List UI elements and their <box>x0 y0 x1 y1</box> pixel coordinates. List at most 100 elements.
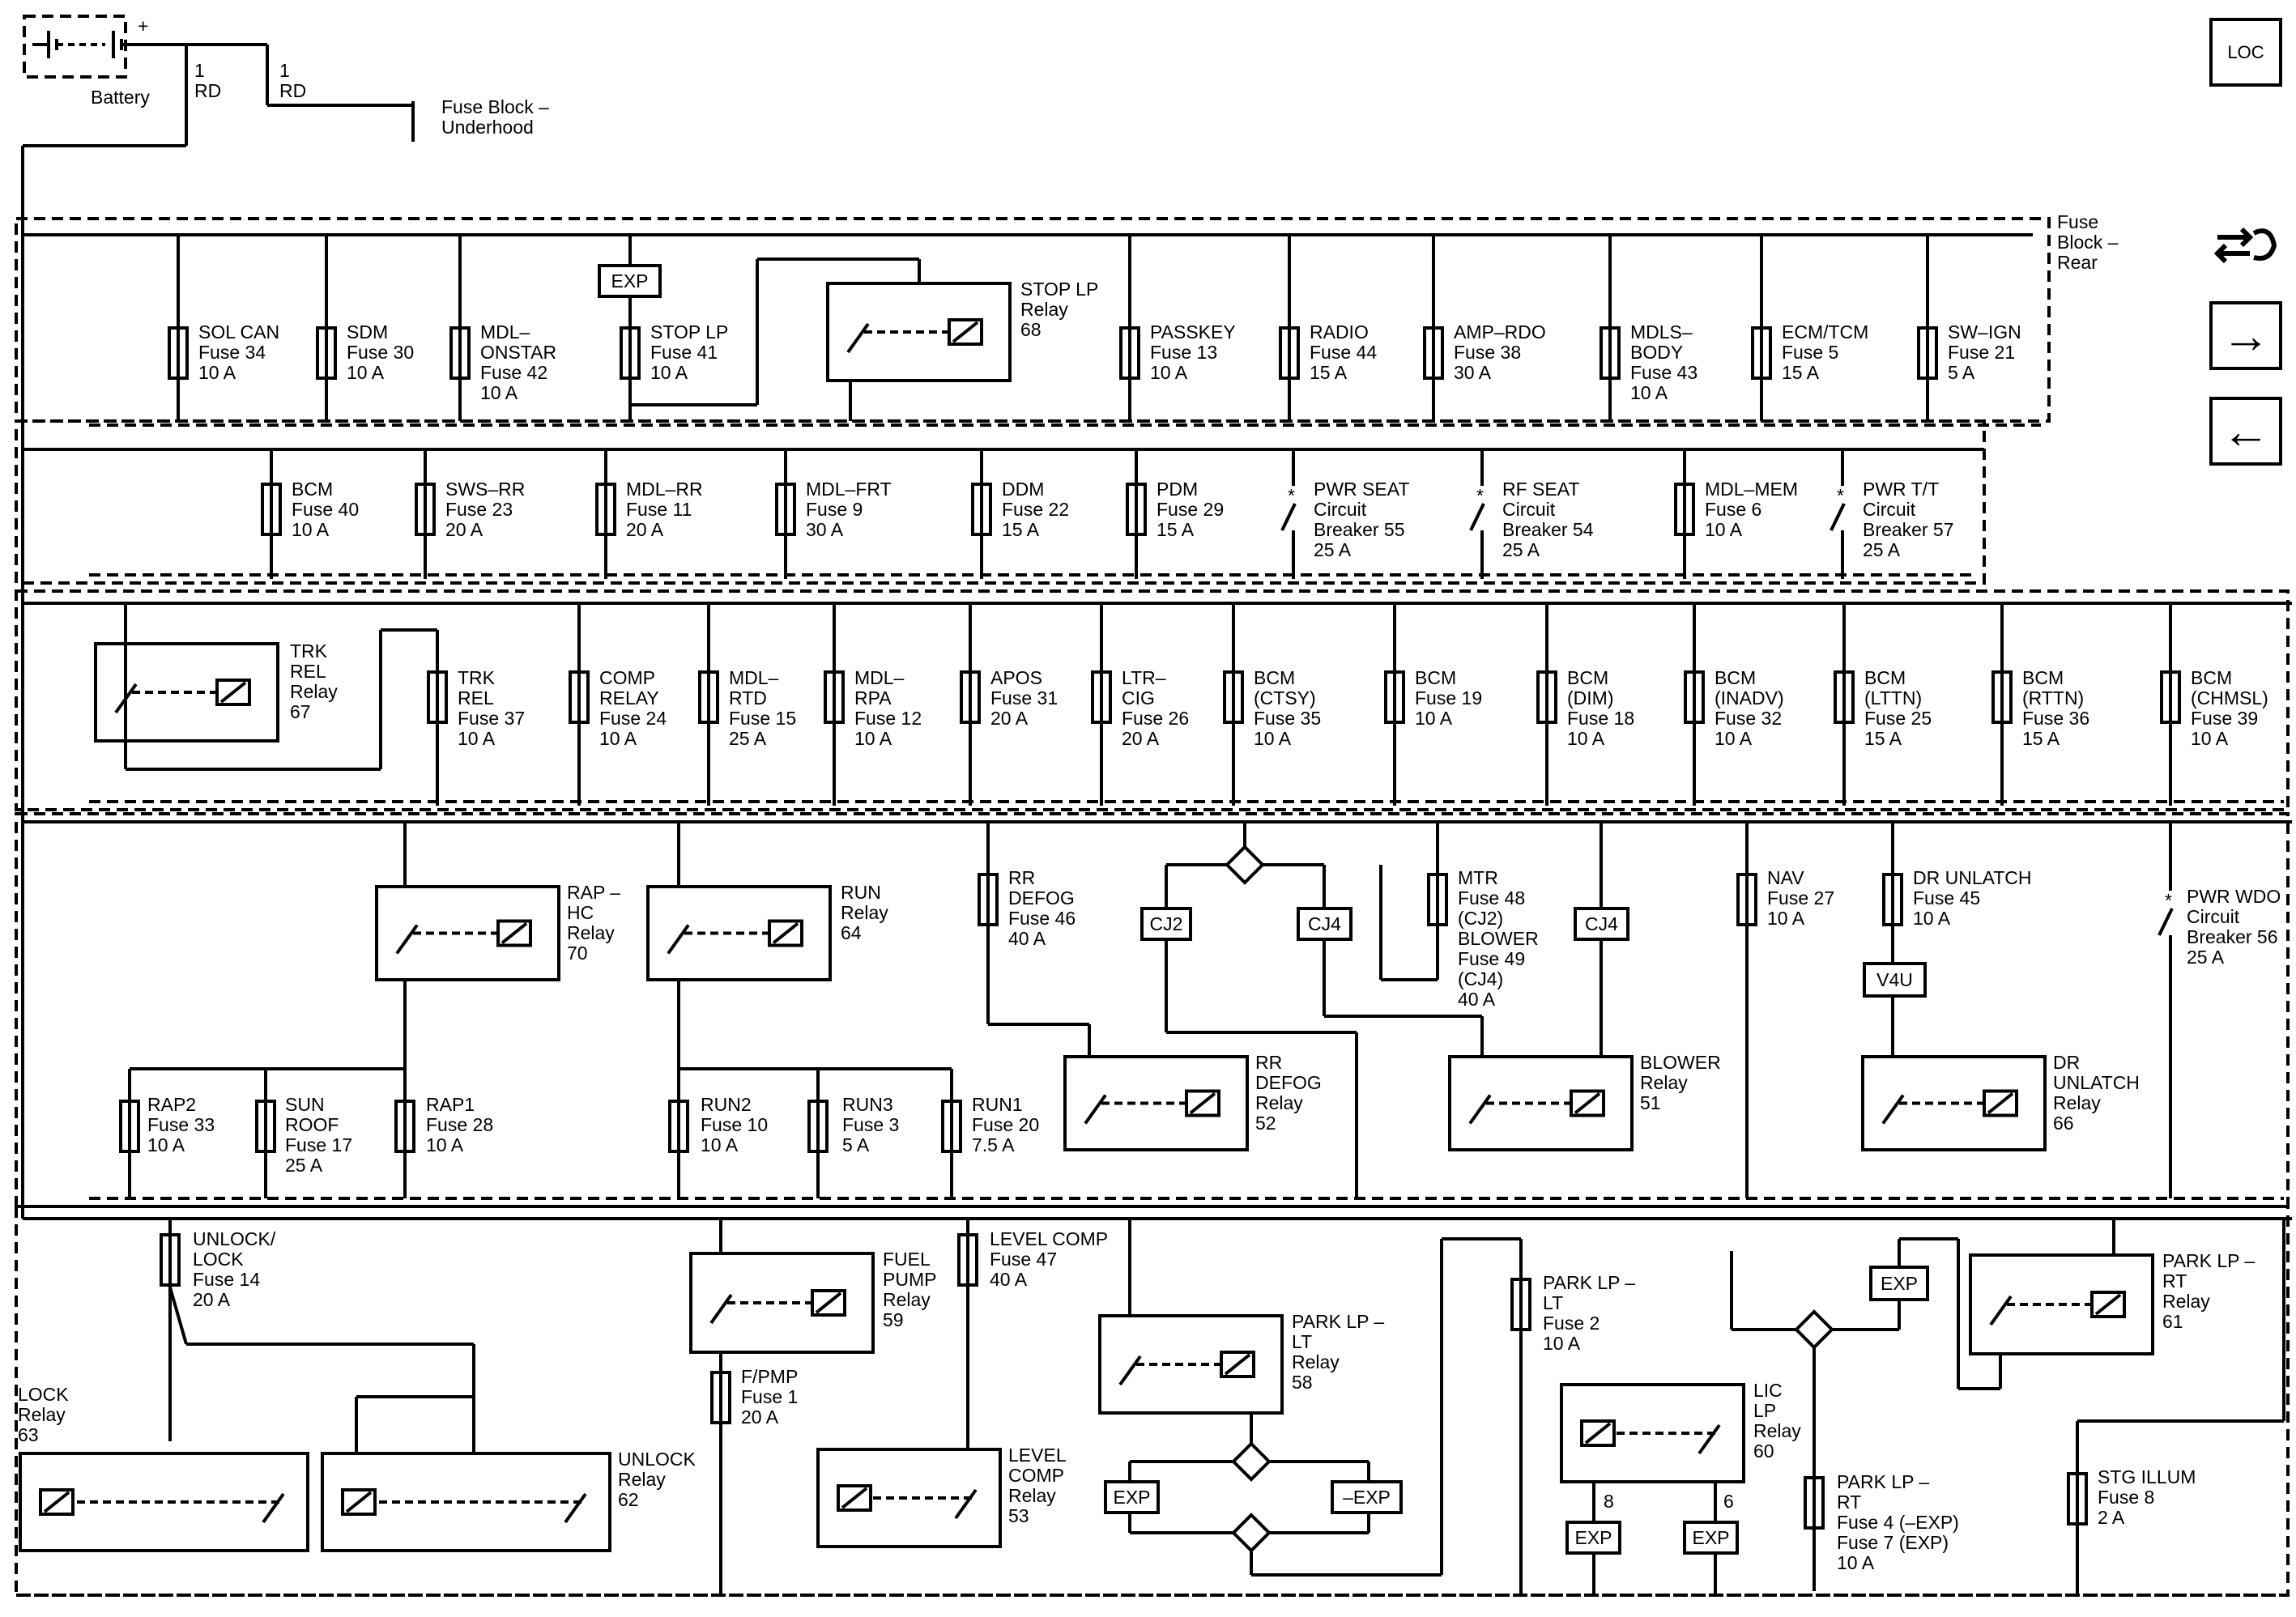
cj4-label-a: CJ4 <box>1308 913 1341 934</box>
park-rt-diamond <box>1794 1309 1834 1350</box>
battery-plus: + <box>138 15 148 36</box>
pwr-wdo-breaker-symbol <box>2158 908 2174 936</box>
wrench-icon <box>2213 227 2277 263</box>
back-button[interactable]: ← <box>2209 397 2282 466</box>
rear-block-row4-frame <box>15 812 2290 1208</box>
pin-8-label: 8 <box>1604 1491 1614 1512</box>
loc-button[interactable]: LOC <box>2209 18 2282 87</box>
loc-label: LOC <box>2227 41 2264 62</box>
park-lt-diamond-1 <box>1231 1441 1272 1482</box>
exp-park-rt-box <box>1869 1266 1929 1301</box>
exp-pin-6-box <box>1683 1521 1739 1555</box>
svg-text:*: * <box>1476 485 1484 506</box>
exp-stop-lp: EXP <box>611 270 648 291</box>
svg-text:*: * <box>1837 485 1844 506</box>
underhood-block-label: Fuse Block –Underhood <box>441 96 549 138</box>
park-lt-diamond-2 <box>1231 1513 1272 1553</box>
arrow-left-icon: ← <box>2221 404 2270 458</box>
rear-block-row3-frame <box>15 589 2290 811</box>
pwr-tt-breaker-symbol <box>1830 503 1846 531</box>
battery-symbol <box>21 15 415 227</box>
exp-pin-8: EXP <box>1574 1527 1612 1548</box>
wrench-icon-button[interactable] <box>2209 211 2282 279</box>
v4u-label-box <box>1863 962 1927 998</box>
nexp-park-lt-box <box>1331 1480 1403 1514</box>
rear-block-row2-frame <box>15 419 1986 585</box>
exp-pin-8-box <box>1565 1521 1621 1555</box>
cj-diamond <box>1225 845 1265 885</box>
rf-seat-breaker-symbol <box>1469 503 1485 531</box>
exp-park-lt: EXP <box>1113 1487 1150 1508</box>
cj4-label-a-box <box>1297 907 1352 941</box>
cj4-label-b: CJ4 <box>1585 913 1618 934</box>
forward-button[interactable]: → <box>2209 301 2282 370</box>
rear-block-row5-frame <box>15 1205 2290 1597</box>
v4u-label: V4U <box>1876 969 1913 990</box>
cj2-label: CJ2 <box>1150 913 1183 934</box>
exp-park-lt-box <box>1104 1480 1160 1514</box>
battery-label: Battery <box>91 87 150 108</box>
